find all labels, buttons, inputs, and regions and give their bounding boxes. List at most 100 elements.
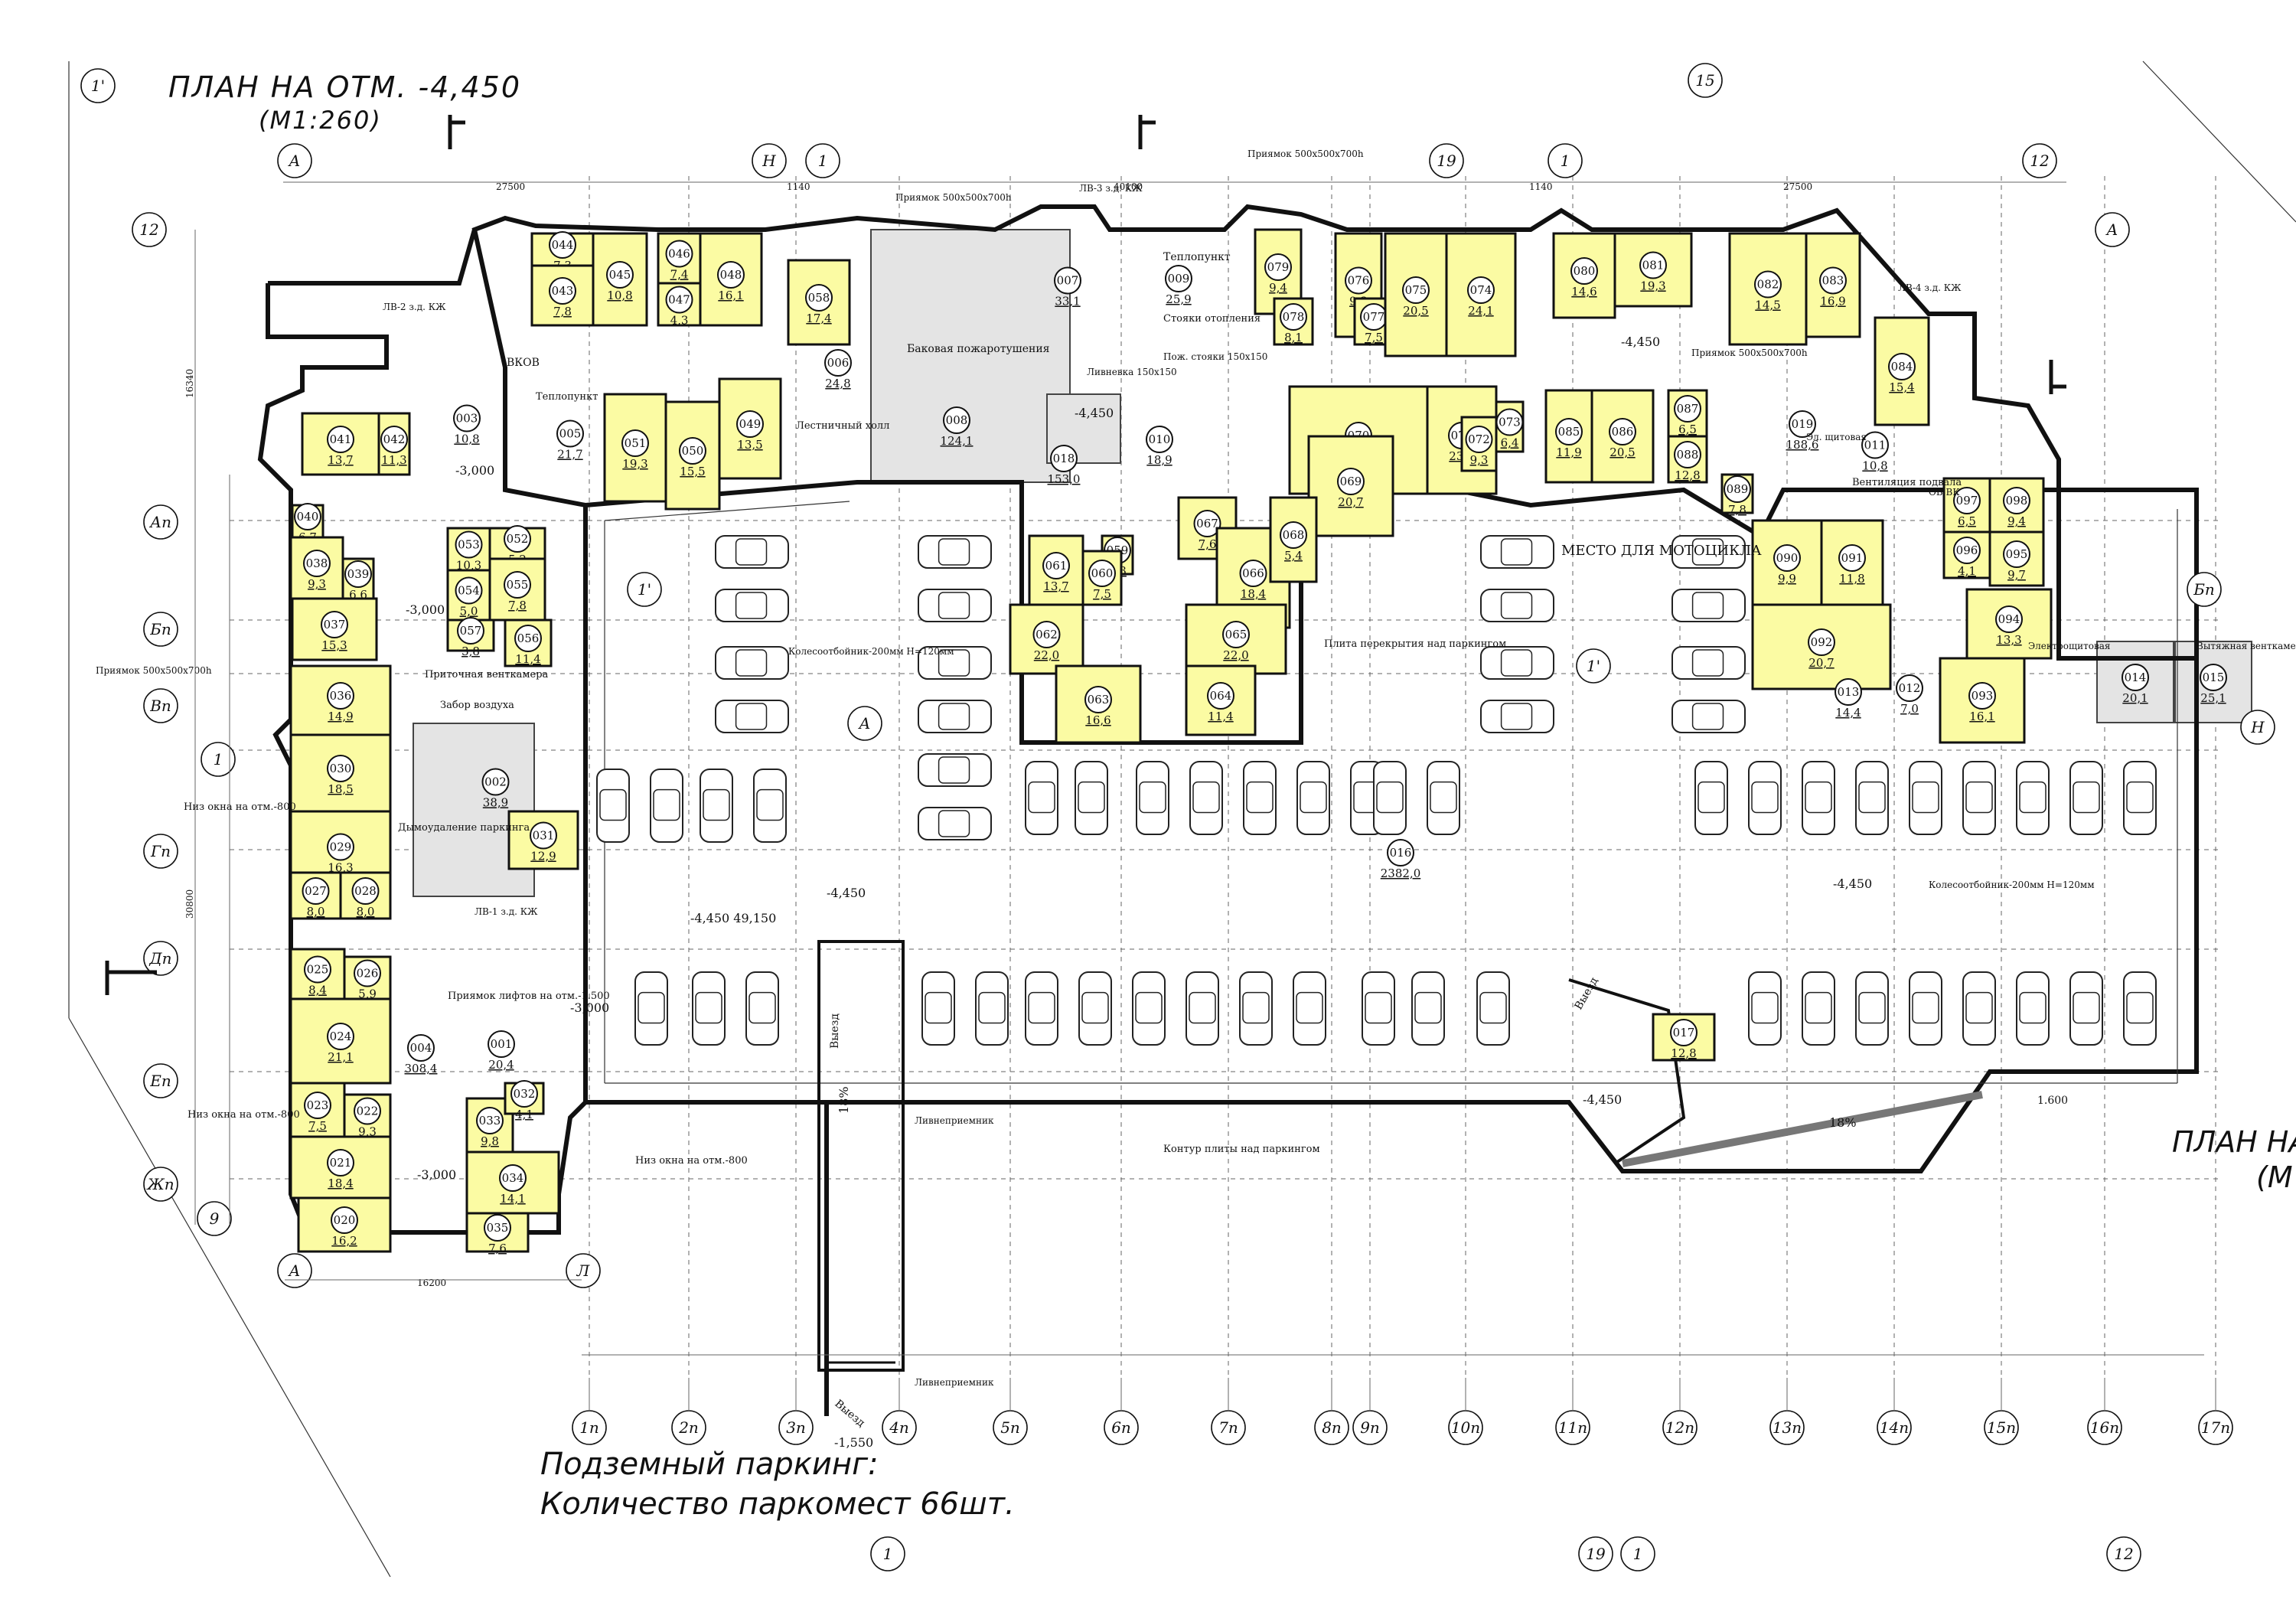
svg-text:9п: 9п — [1360, 1418, 1380, 1437]
room-area: 33,1 — [1055, 295, 1080, 308]
room-number: 021 — [330, 1156, 352, 1170]
svg-text:6п: 6п — [1111, 1418, 1131, 1437]
parking-car — [1962, 971, 1996, 1046]
level-9: -3,000 — [570, 1000, 609, 1015]
room-number: 045 — [609, 268, 631, 282]
room-area: 10,8 — [1862, 459, 1887, 473]
label-niz-okna-3: Низ окна на отм.-800 — [635, 1155, 748, 1167]
room-number: 097 — [1956, 494, 1978, 507]
room-number: 054 — [458, 584, 480, 598]
axis-bubble-extra: 1 — [870, 1536, 905, 1571]
axis-bubble-extra: 1' — [627, 572, 662, 607]
level-4: -4,450 — [1833, 876, 1872, 891]
room-number: 006 — [827, 356, 850, 370]
parking-car — [1411, 971, 1445, 1046]
level-7: -3,000 — [455, 463, 494, 478]
room-area: 14,1 — [500, 1192, 525, 1206]
level-3: -4,450 — [827, 886, 866, 900]
label-lestnichny: Лестничный холл — [796, 420, 889, 432]
room-area: 20,4 — [488, 1058, 514, 1072]
svg-text:1': 1' — [1587, 657, 1600, 675]
parking-car — [1243, 761, 1277, 835]
room-number: 001 — [491, 1037, 513, 1051]
parking-car — [2069, 761, 2103, 835]
room-number: 060 — [1091, 566, 1114, 580]
parking-car — [1671, 589, 1746, 622]
room-number: 055 — [507, 578, 529, 592]
parking-car — [715, 535, 789, 569]
room-area: 16,6 — [1085, 713, 1110, 727]
room-area: 9,4 — [1269, 281, 1287, 295]
axis-bubble-left: Вп — [143, 688, 178, 723]
axis-bubble-bottom: 5п — [993, 1410, 1028, 1445]
axis-bubble-left: 9 — [197, 1201, 232, 1236]
room-area: 11,4 — [515, 652, 540, 666]
dim-bottom-left: 16200 — [417, 1278, 446, 1288]
room-area: 19,3 — [622, 457, 647, 471]
room-number: 017 — [1673, 1026, 1695, 1039]
room-area: 18,4 — [328, 1177, 353, 1190]
label-pozh-stoyaki: Пож. стояки 150х150 — [1163, 351, 1267, 362]
parking-car — [1186, 971, 1219, 1046]
axis-bubble-bottom: 14п — [1877, 1410, 1912, 1445]
parking-car — [1802, 761, 1835, 835]
level-11: -1,550 — [834, 1435, 873, 1450]
room-number: 046 — [668, 247, 690, 261]
room-area: 19,3 — [1640, 279, 1665, 293]
room-number: 088 — [1677, 448, 1699, 462]
label-koleso-1: Колесоотбойник-200мм Н=120мм — [788, 646, 954, 657]
parking-car — [1025, 971, 1058, 1046]
svg-text:А: А — [2105, 220, 2118, 239]
room-number: 044 — [552, 238, 574, 252]
room-area: 7,4 — [670, 268, 689, 282]
svg-text:11п: 11п — [1558, 1418, 1587, 1437]
axis-bubble-bottom: 16п — [2087, 1410, 2122, 1445]
svg-text:Гп: Гп — [150, 842, 171, 860]
parking-car — [753, 769, 787, 843]
parking-car — [1962, 761, 1996, 835]
room-area: 15,3 — [321, 638, 347, 652]
svg-text:Бп: Бп — [149, 620, 171, 638]
level-6: -4,450 49,150 — [690, 911, 776, 925]
room-number: 014 — [2125, 671, 2147, 684]
svg-text:2п: 2п — [678, 1418, 699, 1437]
axis-bubble-top: А — [2095, 212, 2130, 247]
room-number: 098 — [2006, 494, 2028, 507]
room-number: 052 — [507, 532, 529, 546]
svg-text:4п: 4п — [889, 1418, 909, 1437]
axis-bubble-top: 1 — [1548, 143, 1583, 178]
parking-car — [1132, 971, 1166, 1046]
axis-bubble-bottom: 6п — [1104, 1410, 1139, 1445]
room-number: 063 — [1088, 693, 1110, 707]
room-number: 057 — [460, 624, 482, 638]
dim-top-mid: 40100 — [1114, 181, 1143, 192]
room-area: 14,6 — [1571, 285, 1596, 299]
parking-car — [2123, 761, 2157, 835]
svg-text:15: 15 — [1695, 71, 1714, 90]
room-number: 037 — [324, 618, 346, 632]
parking-car — [596, 769, 630, 843]
room-area: 8,4 — [308, 984, 327, 997]
svg-text:8п: 8п — [1322, 1418, 1342, 1437]
label-slope-2: 18% — [1829, 1115, 1857, 1130]
parking-car — [1476, 971, 1510, 1046]
svg-text:15п: 15п — [1987, 1418, 2016, 1437]
room-area: 22,0 — [1034, 648, 1059, 662]
room-area: 124,1 — [941, 434, 974, 448]
room-number: 031 — [533, 829, 555, 843]
room-area: 6,5 — [1958, 514, 1976, 528]
room-number: 069 — [1340, 475, 1362, 488]
